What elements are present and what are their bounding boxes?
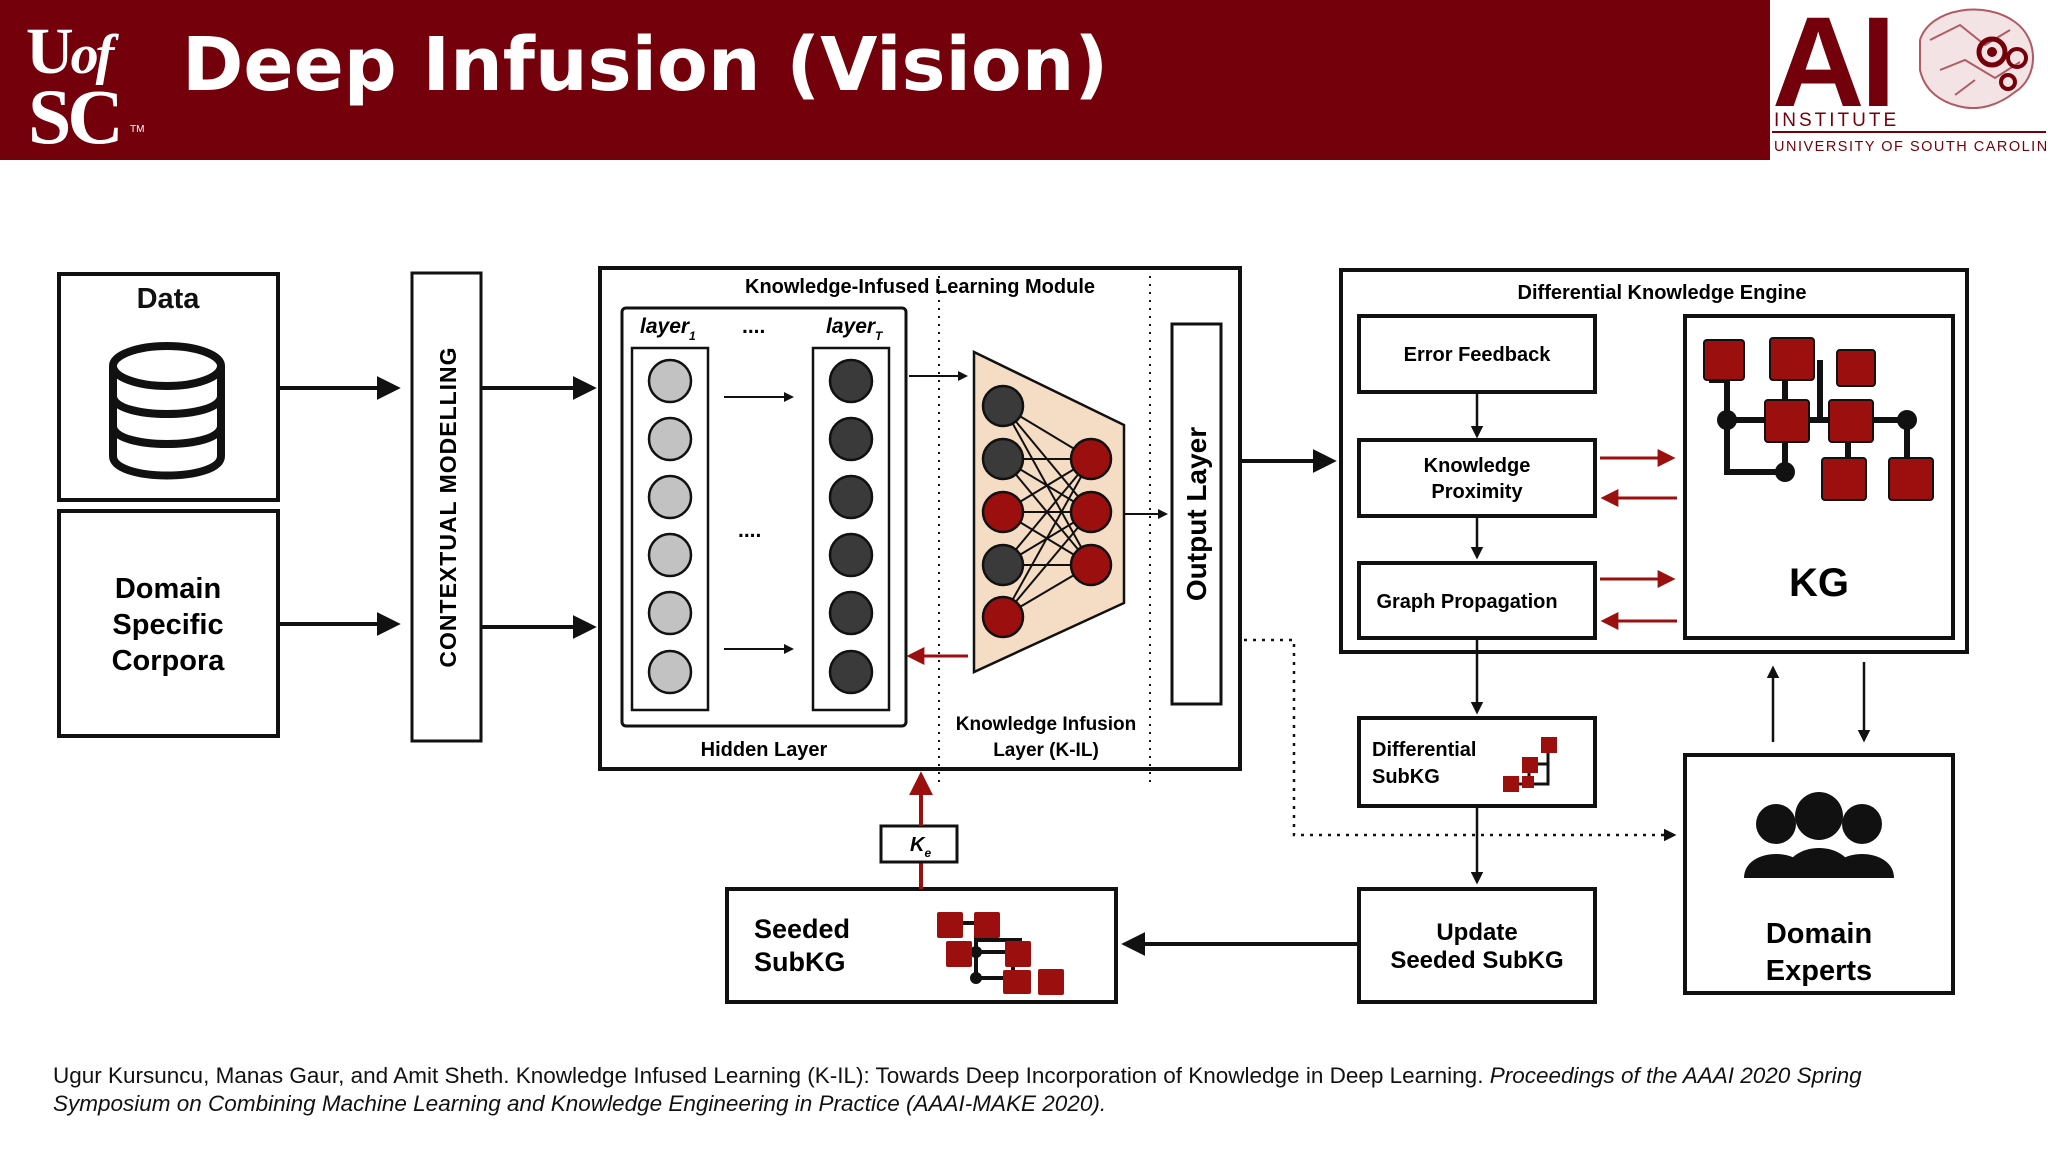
hidden-layer-label: Hidden Layer — [701, 739, 828, 761]
contextual-modelling-box: CONTEXTUAL MODELLING — [410, 271, 483, 743]
svg-text:Layer (K-IL): Layer (K-IL) — [993, 740, 1099, 761]
svg-text:Update: Update — [1436, 919, 1517, 946]
update-seeded-subkg-box: Update Seeded SubKG — [1357, 887, 1597, 1004]
kil-output-node — [1069, 490, 1113, 534]
svg-text:layerT: layerT — [826, 315, 884, 343]
layer-t-column — [811, 346, 891, 712]
domain-experts-box: Domain Experts — [1683, 753, 1955, 995]
page-title: Deep Infusion (Vision) — [182, 22, 1109, 108]
hidden-node — [647, 474, 693, 520]
differential-subkg-box: Differential SubKG — [1357, 716, 1597, 808]
svg-text:SubKG: SubKG — [1372, 766, 1440, 788]
hidden-node — [828, 532, 874, 578]
output-layer-box — [1170, 322, 1223, 706]
people-icon — [1744, 792, 1894, 878]
hidden-node — [828, 649, 874, 695]
ai-institute-logo: AI INSTITUTE UNIVERSITY OF SOUTH CAROLIN… — [1770, 0, 2048, 160]
kil-input-node — [981, 490, 1025, 534]
layer-1-column — [630, 346, 710, 712]
svg-text:Experts: Experts — [1766, 955, 1872, 987]
kil-edge — [1002, 458, 1092, 566]
kil-nodes — [981, 384, 1113, 639]
svg-text:Output Layer: Output Layer — [1181, 427, 1212, 601]
layer-t-nodes — [828, 358, 874, 695]
svg-text:Domain: Domain — [1766, 918, 1872, 950]
ke-box: Ke — [879, 824, 959, 864]
svg-text:layer1: layer1 — [640, 315, 696, 343]
kil-edge — [1002, 511, 1092, 618]
data-label: Data — [137, 283, 201, 315]
svg-text:Differential: Differential — [1372, 739, 1476, 761]
svg-text:Proximity: Proximity — [1431, 481, 1523, 503]
ai-logo-institute: INSTITUTE — [1774, 110, 1899, 131]
ai-logo-letters: AI — [1772, 0, 1892, 134]
svg-text:Knowledge: Knowledge — [1424, 455, 1531, 477]
uofsc-logo: Uof SC TM — [26, 15, 145, 160]
corpora-box: Domain Specific Corpora — [57, 509, 280, 738]
hidden-node — [647, 649, 693, 695]
svg-text:Ke: Ke — [910, 834, 931, 860]
hidden-node — [828, 474, 874, 520]
layer-1-nodes — [647, 358, 693, 695]
kil-output-node — [1069, 543, 1113, 587]
svg-text:Seeded: Seeded — [754, 914, 850, 944]
svg-text:Corpora: Corpora — [112, 645, 226, 677]
citation: Ugur Kursuncu, Manas Gaur, and Amit Shet… — [53, 1063, 1862, 1116]
svg-text:Error Feedback: Error Feedback — [1404, 344, 1552, 366]
svg-text:....: .... — [738, 519, 761, 542]
hidden-node — [647, 358, 693, 404]
kg-label: KG — [1789, 561, 1849, 605]
hidden-node — [828, 590, 874, 636]
svg-text:Knowledge-Infused Learning Mod: Knowledge-Infused Learning Module — [745, 276, 1095, 298]
svg-text:Domain: Domain — [115, 573, 221, 605]
svg-text:Knowledge Infusion: Knowledge Infusion — [956, 714, 1137, 735]
svg-text:....: .... — [742, 315, 765, 338]
kil-input-node — [981, 437, 1025, 481]
error-feedback-box — [1357, 314, 1597, 394]
subkg-icon — [1503, 737, 1557, 792]
kil-output-node — [1069, 437, 1113, 481]
svg-text:SubKG: SubKG — [754, 947, 846, 977]
hidden-node — [828, 358, 874, 404]
dotted-feedback-path — [1244, 638, 1677, 842]
svg-text:Graph Propagation: Graph Propagation — [1376, 591, 1557, 613]
seeded-subkg-box: Seeded SubKG — [725, 887, 1118, 1004]
knowledge-proximity-box — [1357, 438, 1597, 518]
title-bar: Uof SC TM Deep Infusion (Vision) — [0, 0, 1770, 160]
svg-text:Differential Knowledge Engine: Differential Knowledge Engine — [1518, 282, 1807, 304]
hidden-node — [647, 532, 693, 578]
hidden-node — [828, 416, 874, 462]
k-il-architecture-diagram: Data Domain Specific Corpora CONTEXTUAL … — [57, 266, 1969, 1004]
svg-text:CONTEXTUAL MODELLING: CONTEXTUAL MODELLING — [435, 346, 461, 667]
kil-module: Knowledge-Infused Learning Module layer1… — [598, 266, 1242, 782]
kil-input-node — [981, 543, 1025, 587]
kg-graph-icon — [1703, 337, 1934, 501]
kil-input-node — [981, 384, 1025, 428]
seeded-subkg-icon — [937, 912, 1064, 995]
ai-logo-university: UNIVERSITY OF SOUTH CAROLINA — [1774, 139, 2048, 155]
svg-text:Seeded SubKG: Seeded SubKG — [1390, 947, 1563, 974]
data-box: Data — [57, 272, 280, 502]
differential-knowledge-engine: Differential Knowledge Engine Error Feed… — [1339, 268, 1969, 654]
svg-text:Specific: Specific — [112, 609, 223, 641]
brain-icon — [1919, 8, 2034, 110]
kil-edge — [1002, 458, 1092, 618]
kil-input-node — [981, 595, 1025, 639]
hidden-node — [647, 590, 693, 636]
database-icon — [109, 342, 225, 480]
hidden-node — [647, 416, 693, 462]
